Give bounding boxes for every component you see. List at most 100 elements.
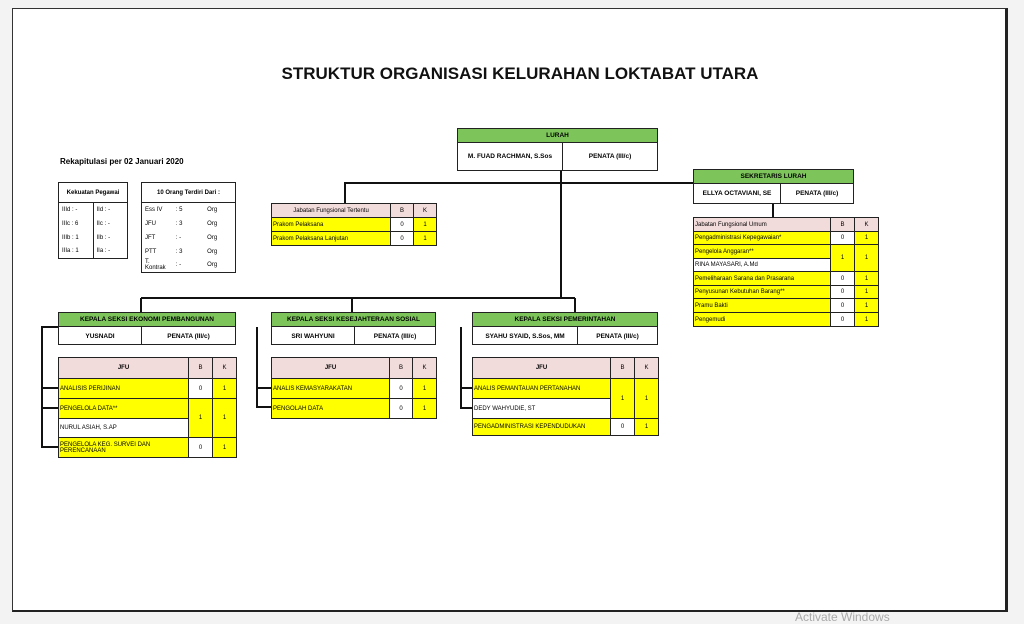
b-value: 0 [830, 298, 855, 313]
jfu-row: Pengelola Anggaran** [693, 244, 831, 259]
b-value: 0 [188, 378, 213, 399]
cell: : 3 [175, 248, 183, 255]
kasi-name: SYAHU SYAID, S.Sos, MM [473, 327, 578, 345]
jfu-umum-header: Jabatan Fungsional Umum [693, 217, 831, 232]
b-header: B [610, 357, 635, 379]
person-name: RINA MAYASARI, A.Md [693, 258, 831, 272]
terdiri-header: 10 Orang Terdiri Dari : [141, 182, 236, 203]
jft-header: Jabatan Fungsional Tertentu [271, 203, 391, 218]
b-header: B [389, 357, 413, 379]
cell: IIIc : 6 [58, 216, 94, 231]
kasi-rank: PENATA (III/c) [596, 332, 639, 340]
k-header: K [412, 357, 437, 379]
k-value: 1 [413, 231, 437, 246]
b-value: 1 [610, 378, 635, 419]
jfu-row: Pengadministrasi Kepegawaian* [693, 231, 831, 245]
k-header: K [634, 357, 659, 379]
k-value: 1 [212, 437, 237, 458]
b-header: B [390, 203, 414, 218]
b-value: 0 [830, 231, 855, 245]
cell: IIa : - [96, 248, 111, 255]
cell: IIId : - [58, 202, 94, 217]
k-value: 1 [854, 312, 879, 327]
cell: T. Kontrak [145, 259, 166, 272]
cell: Org [207, 206, 218, 213]
jfu-row: PENGELOLA DATA** [58, 398, 189, 419]
cell: IId : - [96, 206, 111, 213]
b-value: 0 [390, 231, 414, 246]
b-value: 0 [830, 285, 855, 299]
lurah-rank: PENATA (III/c) [588, 153, 632, 160]
cell: Org [207, 248, 218, 255]
cell: Org [207, 262, 218, 269]
b-value: 0 [390, 217, 414, 232]
jft-row: Prakom Pelaksana [271, 217, 391, 232]
cell: IIc : - [96, 220, 110, 227]
b-value: 0 [830, 271, 855, 286]
kasi-pemerintahan-box: KEPALA SEKSI PEMERINTAHAN SYAHU SYAID, S… [472, 312, 658, 345]
kasi-title: KEPALA SEKSI PEMERINTAHAN [473, 313, 657, 327]
jfu-row: PENGELOLA KEG. SURVEI DAN PERENCANAAN [58, 437, 189, 458]
cell: PTT [145, 248, 157, 255]
kasi-ekonomi-box: KEPALA SEKSI EKONOMI PEMBANGUNAN YUSNADI… [58, 312, 236, 345]
jfu-row: ANALISIS PERIJINAN [58, 378, 189, 399]
k-value: 1 [634, 418, 659, 436]
k-header: K [212, 357, 237, 379]
jfu-row: Penyusunan Kebutuhan Barang** [693, 285, 831, 299]
jfu-row: ANALIS KEMASYARAKATAN [271, 378, 390, 399]
b-value: 0 [389, 398, 413, 419]
kasi-name: YUSNADI [59, 327, 142, 345]
kekuatan-header: Kekuatan Pegawai [58, 182, 128, 203]
kasi-rank: PENATA (III/c) [167, 332, 210, 340]
cell: : - [175, 234, 182, 241]
b-value: 1 [830, 244, 855, 272]
jfu-row: PENGADMINISTRASI KEPENDUDUKAN [472, 418, 611, 436]
b-value: 0 [610, 418, 635, 436]
cell: : 5 [175, 206, 183, 213]
k-value: 1 [854, 285, 879, 299]
jfu-row: ANALIS PEMANTAUAN PERTANAHAN [472, 378, 611, 399]
activate-windows-watermark: Activate Windows [795, 610, 890, 624]
cell: IIIb : 1 [58, 230, 94, 245]
kasi-kesos-box: KEPALA SEKSI KESEJAHTERAAN SOSIAL SRI WA… [271, 312, 436, 345]
k-value: 1 [412, 398, 437, 419]
b-value: 0 [188, 437, 213, 458]
cell: Ess IV [145, 206, 163, 213]
b-value: 1 [188, 398, 213, 438]
jft-row: Prakom Pelaksana Lanjutan [271, 231, 391, 246]
cell: JFU [145, 220, 156, 227]
kasi-name: SRI WAHYUNI [272, 327, 355, 345]
person-name: DEDY WAHYUDIE, ST [472, 398, 611, 419]
k-value: 1 [212, 398, 237, 438]
sekretaris-title: SEKRETARIS LURAH [694, 170, 853, 184]
cell: : 3 [175, 220, 183, 227]
jfu-header: JFU [472, 357, 611, 379]
k-header: K [854, 217, 879, 232]
k-value: 1 [212, 378, 237, 399]
b-value: 0 [389, 378, 413, 399]
rekap-date: Rekapitulasi per 02 Januari 2020 [60, 157, 184, 166]
kekuatan-pegawai-table: Kekuatan Pegawai IIId : -IId : - IIIc : … [58, 182, 128, 259]
page-title: STRUKTUR ORGANISASI KELURAHAN LOKTABAT U… [281, 64, 759, 83]
k-value: 1 [854, 231, 879, 245]
sekretaris-box: SEKRETARIS LURAH ELLYA OCTAVIANI, SE PENA… [693, 169, 854, 204]
k-value: 1 [854, 271, 879, 286]
b-value: 0 [830, 312, 855, 327]
terdiri-dari-table: 10 Orang Terdiri Dari : Ess IV : 5 Org JFU… [141, 182, 236, 273]
cell: IIb : - [96, 234, 111, 241]
person-name: NURUL ASIAH, S.AP [58, 418, 189, 438]
sekretaris-name: ELLYA OCTAVIANI, SE [694, 184, 781, 203]
sekretaris-rank: PENATA (III/c) [795, 190, 839, 197]
cell: Org [207, 220, 218, 227]
cell: Org [207, 234, 218, 241]
k-header: K [413, 203, 437, 218]
k-value: 1 [854, 244, 879, 272]
kasi-title: KEPALA SEKSI KESEJAHTERAAN SOSIAL [272, 313, 435, 327]
k-value: 1 [412, 378, 437, 399]
